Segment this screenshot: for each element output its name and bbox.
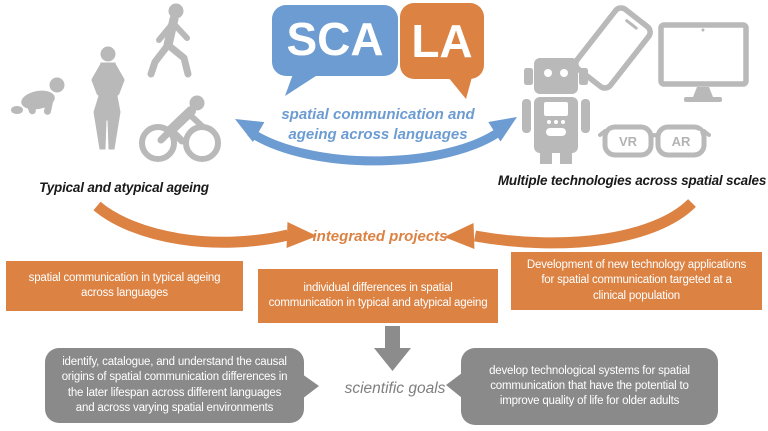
- walking-person-icon: [147, 3, 192, 78]
- project-box-typical-ageing: spatial communication in typical ageing …: [6, 261, 243, 311]
- right-goal-box-tail: [446, 373, 462, 398]
- crawling-baby-icon: [11, 77, 65, 115]
- goal-box-technological-systems: develop technological systems for spatia…: [461, 348, 718, 425]
- project-box-technology-development: Development of new technology applicatio…: [511, 252, 762, 310]
- left-orange-arrow: [93, 201, 317, 248]
- robot-icon: [522, 58, 590, 164]
- ageing-group-label: Typical and atypical ageing: [39, 180, 209, 195]
- ar-lens-label: AR: [671, 134, 691, 149]
- integrated-projects-label: integrated projects: [312, 228, 448, 245]
- logo-tagline: spatial communication and ageing across …: [281, 106, 475, 143]
- goal-box-technological-systems-text: develop technological systems for spatia…: [489, 364, 690, 408]
- right-orange-arrow: [444, 198, 696, 249]
- vr-lens-label: VR: [618, 134, 638, 149]
- desktop-monitor-icon: [658, 22, 749, 102]
- project-box-individual-differences-text: individual differences in spatial commun…: [268, 281, 488, 309]
- project-box-individual-differences: individual differences in spatial commun…: [258, 269, 498, 323]
- scala-logo-bubble-la: [400, 3, 484, 99]
- goal-box-scientific-understanding-text: identify, catalogue, and understand the …: [61, 355, 288, 414]
- logo-text-la: LA: [411, 15, 473, 67]
- cyclist-icon: [139, 95, 221, 162]
- standing-woman-icon: [91, 46, 125, 150]
- down-arrow-icon: [374, 326, 411, 371]
- left-goal-box-tail: [302, 374, 319, 399]
- smartphone-icon: [573, 5, 653, 91]
- bidirectional-blue-arrow: [235, 117, 517, 166]
- project-box-technology-development-text: Development of new technology applicatio…: [526, 259, 747, 302]
- scientific-goals-label: scientific goals: [344, 380, 446, 397]
- scala-logo-bubble-sca: [272, 5, 398, 96]
- logo-text-sca: SCA: [286, 13, 384, 65]
- project-box-typical-ageing-text: spatial communication in typical ageing …: [28, 271, 221, 299]
- technology-group-label: Multiple technologies across spatial sca…: [497, 173, 767, 188]
- vr-ar-glasses-icon: [598, 124, 711, 158]
- goal-box-scientific-understanding: identify, catalogue, and understand the …: [45, 348, 304, 423]
